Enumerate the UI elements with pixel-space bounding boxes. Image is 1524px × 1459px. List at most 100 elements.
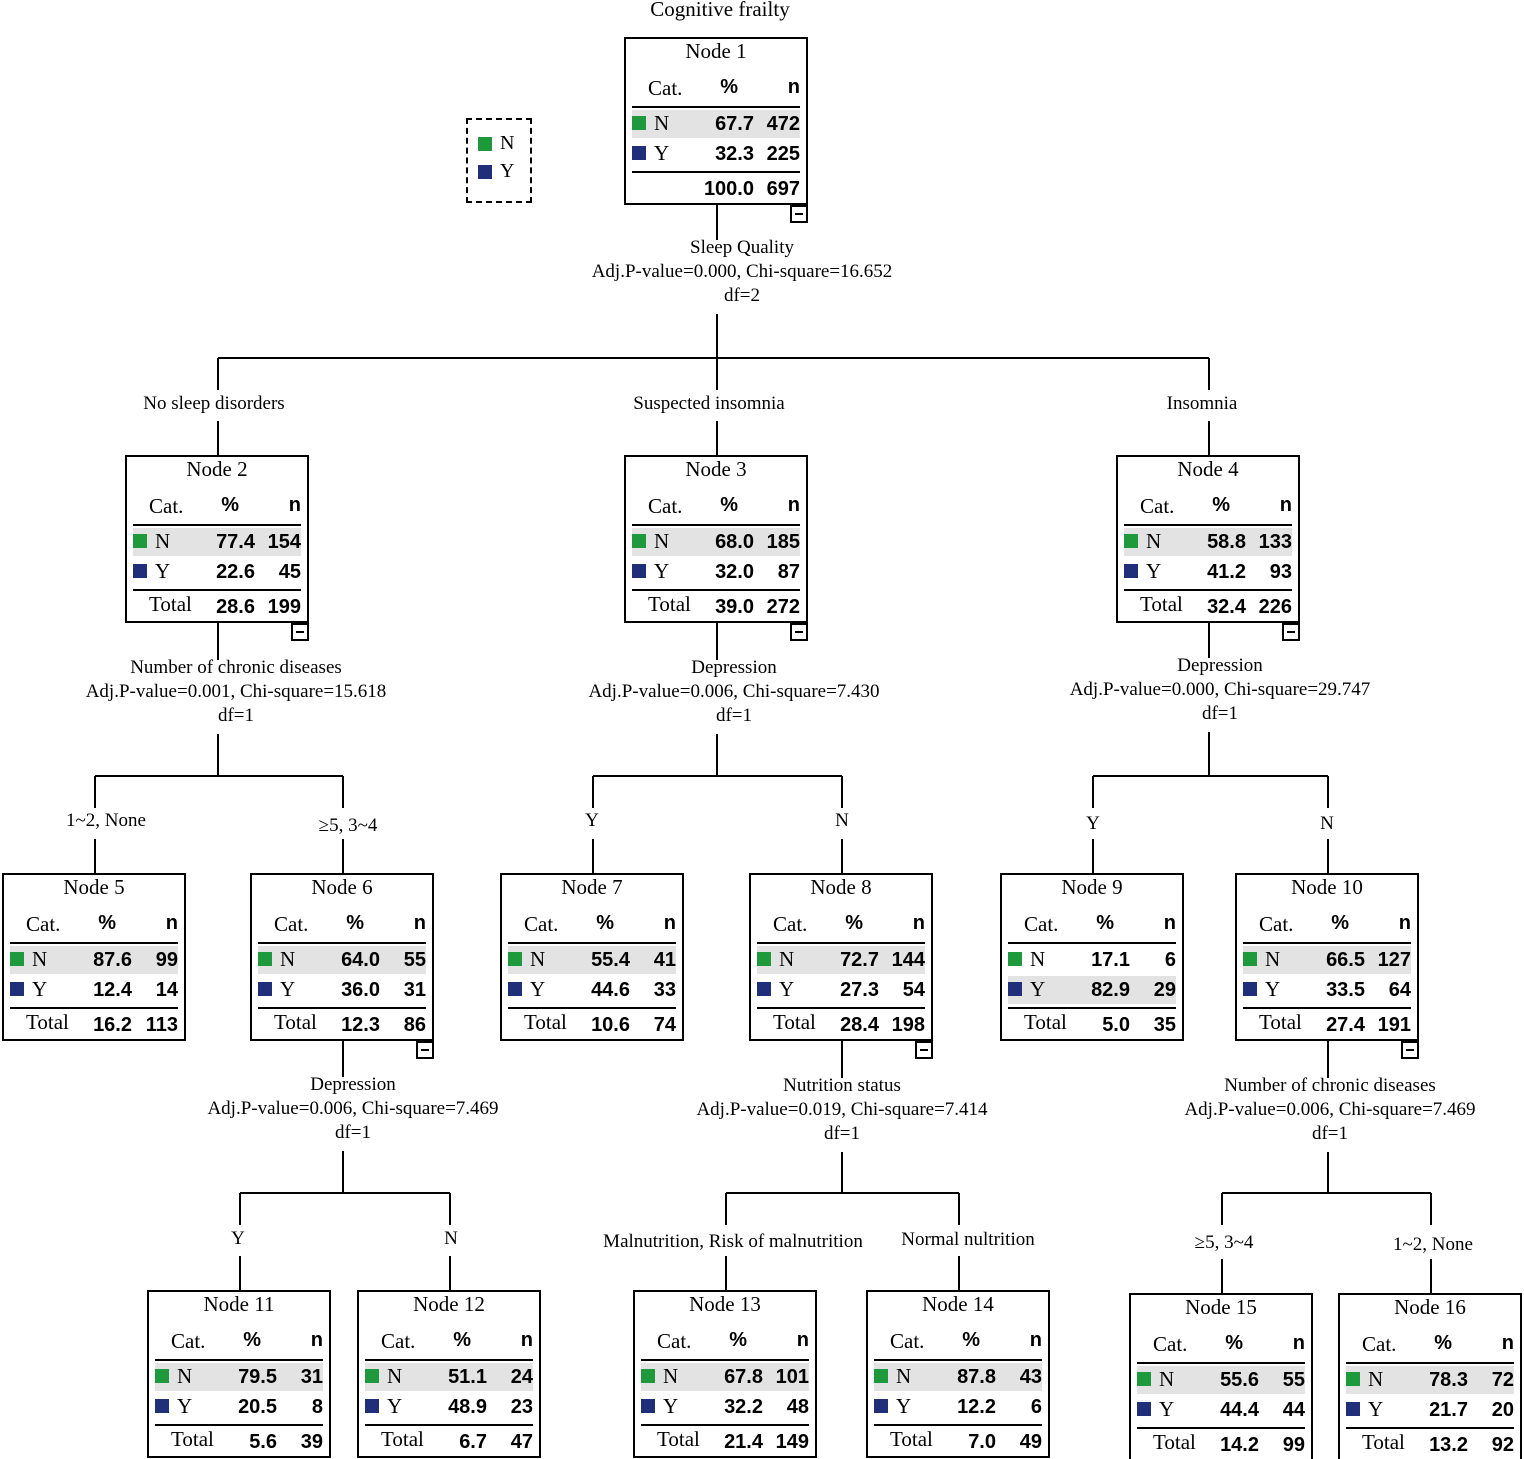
category-swatch — [874, 1399, 888, 1413]
total-label: Total — [381, 1427, 424, 1451]
row-category: Y — [654, 559, 670, 583]
header-pct: % — [1225, 1332, 1243, 1354]
row-count: 101 — [775, 1366, 809, 1388]
total-percent: 28.4 — [840, 1014, 879, 1036]
row-count: 99 — [155, 949, 178, 971]
total-label: Total — [1140, 592, 1183, 616]
node-title: Node 3 — [685, 457, 747, 481]
row-count: 472 — [766, 113, 800, 135]
collapse-node-button[interactable] — [790, 205, 808, 223]
category-swatch — [155, 1399, 169, 1413]
collapse-node-button[interactable] — [1401, 1041, 1419, 1059]
category-swatch — [10, 982, 24, 996]
row-count: 133 — [1258, 531, 1292, 553]
header-pct: % — [845, 912, 863, 934]
row-category: N — [1030, 947, 1046, 971]
row-percent: 27.3 — [840, 979, 879, 1001]
row-percent: 87.8 — [957, 1366, 996, 1388]
row-percent: 55.6 — [1220, 1369, 1259, 1391]
category-swatch — [365, 1399, 379, 1413]
collapse-node-button[interactable] — [790, 623, 808, 641]
row-percent: 72.7 — [840, 949, 879, 971]
node-title: Node 15 — [1185, 1295, 1257, 1319]
header-cat: Cat. — [1140, 494, 1175, 518]
total-percent: 32.4 — [1207, 596, 1246, 618]
category-swatch — [632, 116, 646, 130]
node-title: Node 11 — [203, 1292, 275, 1316]
row-category: Y — [779, 977, 795, 1001]
total-count: 49 — [1019, 1431, 1042, 1453]
category-swatch — [1124, 534, 1138, 548]
row-percent: 78.3 — [1429, 1369, 1468, 1391]
category-swatch — [365, 1369, 379, 1383]
node-title: Node 8 — [810, 875, 872, 899]
collapse-node-button[interactable] — [915, 1041, 933, 1059]
node-title: Node 13 — [689, 1292, 761, 1316]
total-percent: 27.4 — [1326, 1014, 1365, 1036]
row-count: 127 — [1377, 949, 1411, 971]
header-pct: % — [962, 1329, 980, 1351]
header-pct: % — [1434, 1332, 1452, 1354]
branch-label: Insomnia — [1166, 393, 1238, 414]
row-percent: 33.5 — [1326, 979, 1365, 1001]
split-stats: Adj.P-value=0.006, Chi-square=7.469 — [1184, 1099, 1476, 1120]
split-variable: Depression — [691, 657, 777, 678]
total-percent: 16.2 — [93, 1014, 132, 1036]
category-swatch — [1346, 1402, 1360, 1416]
node-table-header: Cat.%n — [1346, 1332, 1514, 1364]
branch-label: Suspected insomnia — [633, 393, 785, 414]
header-pct: % — [453, 1329, 471, 1351]
row-percent: 36.0 — [341, 979, 380, 1001]
row-percent: 32.3 — [715, 143, 754, 165]
total-count: 35 — [1153, 1014, 1176, 1036]
row-count: 55 — [1282, 1369, 1305, 1391]
total-percent: 100.0 — [703, 178, 754, 200]
total-label: Total — [26, 1010, 69, 1034]
header-pct: % — [221, 494, 239, 516]
total-percent: 5.6 — [249, 1431, 277, 1453]
collapse-node-button[interactable] — [291, 623, 309, 641]
header-pct: % — [720, 494, 738, 516]
split-df: df=1 — [1201, 703, 1239, 724]
row-category: Y — [177, 1394, 193, 1418]
row-count: 72 — [1491, 1369, 1514, 1391]
node-title: Node 2 — [186, 457, 248, 481]
branch-label: N — [444, 1228, 458, 1249]
total-count: 74 — [653, 1014, 676, 1036]
row-category: Y — [280, 977, 296, 1001]
collapse-node-button[interactable] — [416, 1041, 434, 1059]
total-count: 39 — [300, 1431, 323, 1453]
header-n: n — [1029, 1329, 1042, 1351]
split-df: df=1 — [1311, 1123, 1349, 1144]
row-count: 225 — [766, 143, 800, 165]
category-swatch — [1137, 1372, 1151, 1386]
row-category: N — [1146, 529, 1162, 553]
row-count: 14 — [155, 979, 178, 1001]
category-swatch — [632, 564, 646, 578]
collapse-node-button[interactable] — [1282, 623, 1300, 641]
category-swatch — [133, 534, 147, 548]
